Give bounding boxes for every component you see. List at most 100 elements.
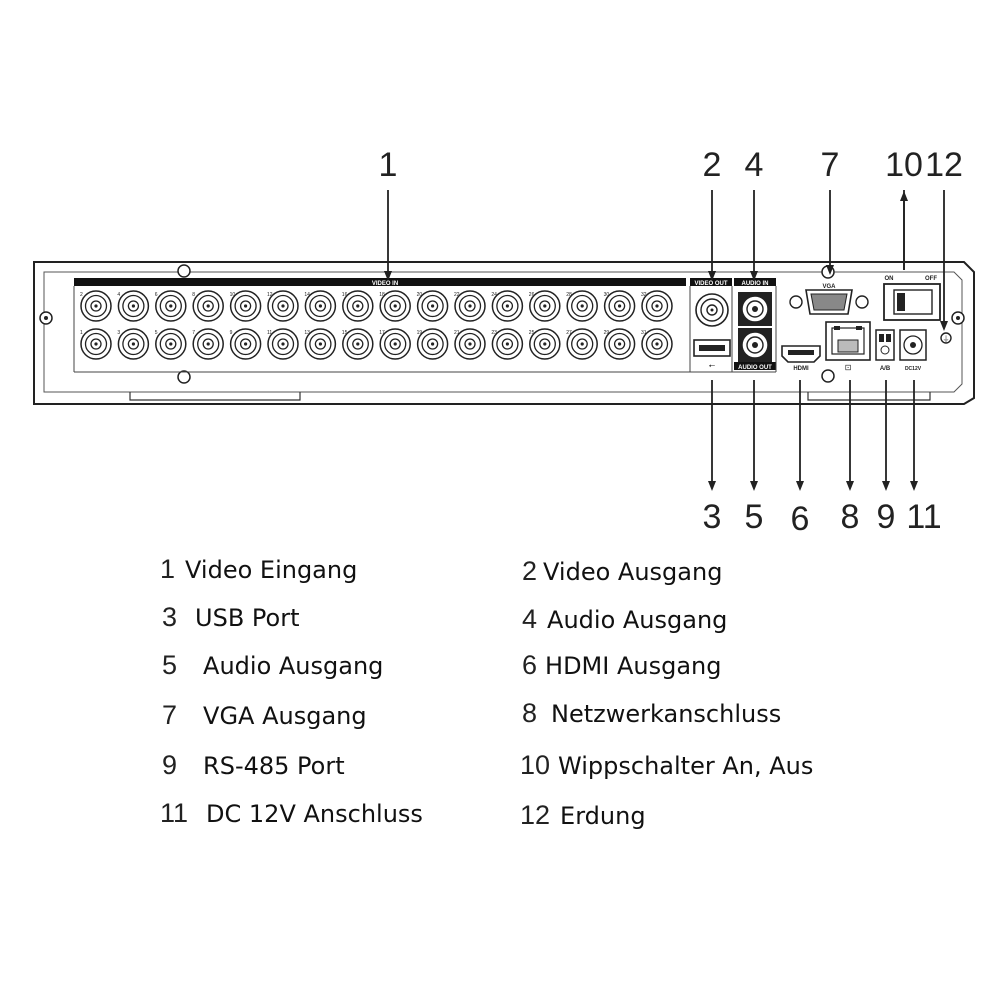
bnc-connector[interactable]	[342, 328, 374, 360]
bnc-connector[interactable]	[416, 328, 449, 360]
legend-number: 1	[160, 554, 176, 584]
ethernet-port[interactable]: ⊡	[825, 321, 871, 372]
bnc-channel-number: 14	[304, 292, 310, 298]
bnc-connector[interactable]	[454, 290, 486, 322]
ab-label: A/B	[880, 366, 891, 372]
callout-top-4: 4	[745, 146, 764, 184]
legend-label: Wippschalter An, Aus	[558, 752, 814, 780]
bnc-connector[interactable]	[342, 290, 374, 322]
bnc-channel-number: 23	[491, 330, 497, 336]
power-rocker-switch[interactable]: ON OFF	[883, 276, 941, 321]
vga-port[interactable]: VGA	[789, 284, 869, 315]
legend-label: Video Eingang	[185, 556, 358, 584]
callout-bottom-5: 5	[745, 498, 764, 536]
legend-number: 8	[522, 698, 538, 728]
video-out-connector[interactable]	[695, 293, 729, 327]
bnc-channel-number: 18	[379, 292, 385, 298]
bnc-connector[interactable]	[229, 290, 262, 322]
legend-label: USB Port	[195, 604, 300, 632]
bnc-connector[interactable]	[416, 290, 449, 322]
rs485-port[interactable]: A/B	[875, 329, 895, 372]
bnc-connector[interactable]	[80, 328, 112, 360]
callout-bottom-9: 9	[877, 498, 896, 536]
bnc-channel-number: 22	[454, 292, 460, 298]
bnc-channel-number: 7	[192, 330, 195, 336]
bnc-connector[interactable]	[267, 290, 299, 322]
bnc-channel-number: 11	[267, 330, 272, 336]
bnc-connector[interactable]	[117, 290, 150, 322]
bnc-channel-number: 24	[491, 292, 497, 298]
bnc-connector[interactable]	[566, 290, 598, 322]
bnc-connector[interactable]	[192, 290, 224, 322]
usb-port[interactable]: ⭠	[693, 339, 731, 370]
bnc-channel-number: 16	[342, 292, 348, 298]
bnc-channel-number: 9	[230, 330, 233, 336]
bnc-connector[interactable]	[603, 328, 636, 360]
bnc-channel-number: 20	[417, 292, 423, 298]
legend-number: 7	[162, 700, 178, 730]
legend-label: VGA Ausgang	[203, 702, 367, 730]
bnc-connector[interactable]	[379, 290, 411, 322]
bnc-connector[interactable]	[529, 290, 561, 322]
legend-number: 3	[162, 602, 178, 632]
legend-label: Audio Ausgang	[547, 606, 728, 634]
legend-number: 2	[522, 556, 538, 586]
callout-top-7: 7	[821, 146, 840, 184]
bnc-connector[interactable]	[491, 290, 524, 322]
callout-bottom-8: 8	[841, 498, 860, 536]
legend-label: Erdung	[560, 802, 646, 830]
bnc-connector[interactable]	[379, 328, 411, 360]
bnc-connector[interactable]	[304, 328, 337, 360]
legend-item: 3 USB Port	[162, 602, 300, 633]
legend-label: Netzwerkanschluss	[551, 700, 782, 728]
bnc-connector[interactable]	[304, 290, 337, 322]
audio-out-label: AUDIO OUT	[738, 365, 772, 371]
bnc-connector[interactable]	[229, 328, 262, 360]
bnc-connector[interactable]	[491, 328, 524, 360]
bnc-channel-number: 3	[117, 330, 120, 336]
bnc-connector[interactable]	[155, 328, 187, 360]
audio-in-connector[interactable]	[738, 292, 772, 326]
bnc-channel-number: 30	[604, 292, 610, 298]
dc-label: DC12V	[905, 366, 922, 372]
bnc-connector[interactable]	[117, 328, 150, 360]
audio-in-label: AUDIO IN	[742, 281, 769, 287]
legend-label: DC 12V Anschluss	[206, 800, 423, 828]
legend-item: 12 Erdung	[520, 800, 646, 831]
bnc-channel-number: 29	[604, 330, 610, 336]
legend-item: 7 VGA Ausgang	[162, 700, 367, 731]
callout-numbers: 1 2 4 7 10 12 3 5 6 8 9 11	[379, 146, 963, 538]
legend-item: 1 Video Eingang	[160, 554, 357, 585]
bnc-connector[interactable]	[641, 328, 673, 360]
bnc-connector[interactable]	[80, 290, 112, 322]
bnc-connector[interactable]	[529, 328, 561, 360]
vga-label: VGA	[822, 284, 836, 290]
bnc-channel-number: 26	[529, 292, 535, 298]
bnc-connector[interactable]	[267, 328, 299, 360]
hdmi-port[interactable]: HDMI	[781, 345, 821, 372]
audio-out-connector[interactable]	[738, 328, 772, 362]
bnc-connector[interactable]	[454, 328, 486, 360]
bnc-connector[interactable]	[566, 328, 598, 360]
bnc-channel-number: 13	[304, 330, 310, 336]
dc-power-port[interactable]: DC12V	[899, 329, 927, 372]
legend-label: HDMI Ausgang	[545, 652, 722, 680]
bnc-connector[interactable]	[641, 290, 673, 322]
bnc-channel-number: 4	[117, 292, 120, 298]
bnc-channel-number: 1	[80, 330, 83, 336]
bnc-connector[interactable]	[603, 290, 636, 322]
legend-number: 12	[520, 800, 551, 830]
ground-terminal[interactable]: ⏚	[940, 332, 952, 344]
ground-icon: ⏚	[943, 335, 950, 343]
bnc-channel-number: 28	[566, 292, 572, 298]
legend-number: 9	[162, 750, 178, 780]
bnc-channel-number: 32	[641, 292, 647, 298]
callout-bottom-3: 3	[703, 498, 722, 536]
legend-item: 8 Netzwerkanschluss	[522, 698, 781, 729]
bnc-connector[interactable]	[192, 328, 224, 360]
bnc-connector[interactable]	[155, 290, 187, 322]
